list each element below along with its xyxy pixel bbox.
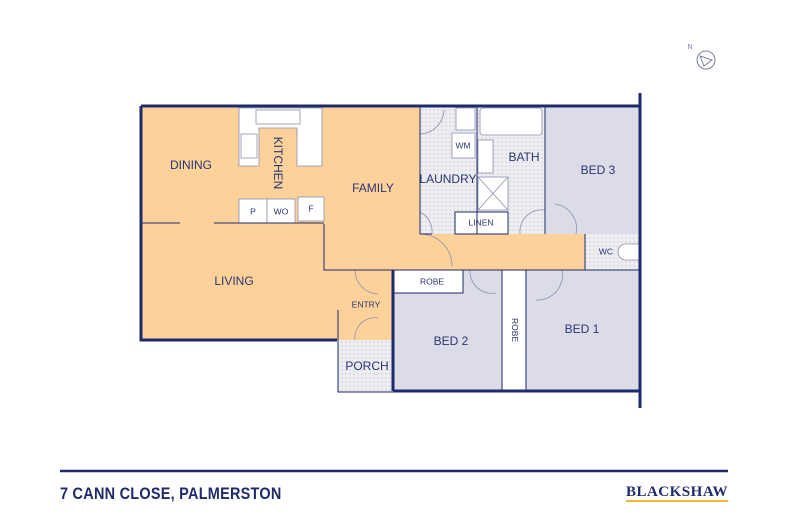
bed1-area bbox=[526, 270, 640, 391]
room-label-bed3: BED 3 bbox=[581, 163, 616, 177]
property-address: 7 CANN CLOSE, PALMERSTON bbox=[60, 484, 282, 503]
bathtub-icon bbox=[479, 107, 543, 136]
brand-logo: BLACKSHAW bbox=[625, 484, 728, 502]
label-robe-bed1: ROBE bbox=[510, 318, 520, 342]
room-label-bed2: BED 2 bbox=[434, 334, 469, 348]
room-label-family: FAMILY bbox=[352, 181, 394, 195]
label-linen: LINEN bbox=[468, 217, 493, 227]
room-label-bed1: BED 1 bbox=[565, 322, 600, 336]
room-label-laundry: LAUNDRY bbox=[419, 172, 476, 186]
cooktop-icon bbox=[240, 133, 258, 159]
room-label-dining: DINING bbox=[170, 158, 212, 172]
room-label-wc: WC bbox=[599, 246, 613, 256]
label-robe-bed2: ROBE bbox=[420, 276, 444, 286]
laundry-tub-icon bbox=[455, 107, 476, 131]
linen-cupboard bbox=[454, 211, 509, 235]
toilet-icon bbox=[617, 243, 640, 261]
walls bbox=[139, 93, 642, 408]
north-label: N bbox=[687, 44, 692, 51]
north-arrow-icon: N bbox=[687, 44, 716, 70]
label-wm: WM bbox=[455, 140, 470, 150]
room-label-bath: BATH bbox=[508, 150, 539, 164]
room-label-entry: ENTRY bbox=[352, 299, 381, 309]
bed3-area bbox=[545, 106, 640, 234]
fridge bbox=[297, 196, 325, 222]
label-wall-oven: WO bbox=[274, 206, 289, 216]
label-fridge: F bbox=[308, 203, 313, 213]
wall-oven bbox=[266, 198, 296, 224]
label-pantry: P bbox=[250, 206, 256, 216]
sink-icon bbox=[255, 109, 301, 125]
doors bbox=[354, 109, 577, 341]
room-label-kitchen: KITCHEN bbox=[271, 137, 285, 190]
porch-area bbox=[338, 340, 393, 392]
washing-machine bbox=[451, 132, 476, 159]
basin-icon bbox=[477, 139, 494, 174]
shower-icon bbox=[477, 176, 509, 211]
room-label-living: LIVING bbox=[214, 274, 253, 288]
room-label-porch: PORCH bbox=[345, 359, 388, 373]
